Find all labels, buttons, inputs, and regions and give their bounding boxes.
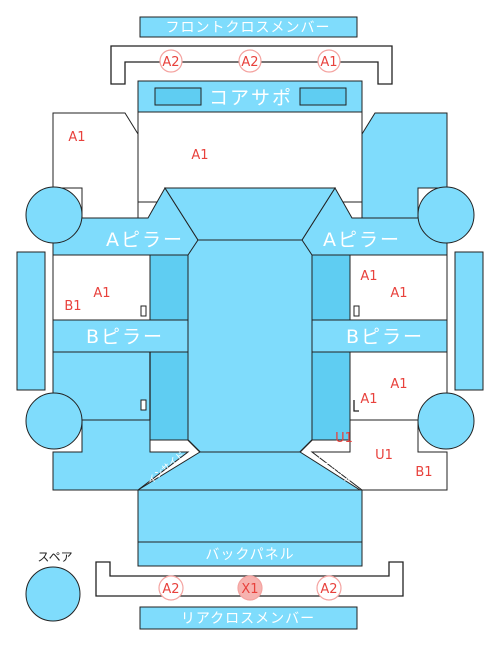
core-support-left-slot [154,87,202,106]
grade-circle-rear-cm-2 [237,575,263,601]
spare-label: スペア [37,550,72,564]
a-pillar-left-label: Aピラー [106,229,184,251]
grade-rear-cm-1: A2 [162,582,179,597]
right-front-door-handle [353,305,360,317]
roof-panel [187,239,313,453]
front-cross-member-label: フロントクロスメンバー [166,20,331,36]
core-support-label: コアサポ [209,87,293,109]
rear-cross-member-bracket [95,561,404,597]
front-right-tire [417,186,475,244]
b-pillar-right-label: Bピラー [346,326,424,348]
left-rear-pillar-divider [187,439,201,453]
grade-circle-rear-cm-1 [158,575,184,601]
grade-right-front-door-2: A1 [390,286,407,301]
right-rear-pillar-divider [299,439,313,453]
grade-rear-cm-2: X1 [241,582,258,597]
right-rear-door-handle [353,400,359,412]
grade-circle-front-cm-1 [159,49,183,73]
grade-front-cm-3: A1 [320,55,337,70]
grade-front-cm-2: A2 [241,55,258,70]
a-pillar-right-label: Aピラー [323,229,401,251]
b-pillar-left-panel [52,319,189,353]
grade-front-left-fender: A1 [68,130,85,145]
left-rear-door-handle [140,399,147,411]
grade-circle-front-cm-3 [317,49,341,73]
trunk-panel [137,489,363,543]
core-support-right-slot [299,87,347,106]
grade-circle-front-cm-2 [238,49,262,73]
back-panel-label: バックパネル [205,547,294,563]
right-rear-quarter [310,419,448,491]
front-left-tire [25,186,83,244]
grade-right-rear-door-1: A1 [390,377,407,392]
grade-hood: A1 [191,148,208,163]
grade-front-cm-1: A2 [162,55,179,70]
rear-right-tire [417,392,475,450]
grade-right-quarter-1: U1 [335,431,353,446]
left-front-door-handle [140,305,147,317]
left-side-sill [16,251,46,391]
grade-right-front-door-1: A1 [360,269,377,284]
b-pillar-left-label: Bピラー [86,326,164,348]
rear-cross-member-label: リアクロスメンバー [181,611,315,627]
rear-left-tire [25,392,83,450]
right-front-door [349,254,448,321]
rear-cross-member-panel [139,606,358,630]
grade-left-front-door-1: A1 [93,286,110,301]
grade-rear-cm-3: A2 [320,582,337,597]
spare-tire [25,566,81,622]
hood-panel [137,111,363,203]
grade-right-rear-door-2: A1 [360,392,377,407]
left-front-door [52,254,151,321]
front-cross-member-bracket [110,45,393,85]
right-side-sill [454,251,484,391]
left-rear-quarter [52,419,190,491]
front-cross-member-panel [139,16,358,38]
grade-right-quarter-2: U1 [375,448,393,463]
grade-circle-rear-cm-3 [316,575,342,601]
grade-right-quarter-3: B1 [415,465,432,480]
grade-left-front-door-2: B1 [64,299,81,314]
back-panel [137,541,363,567]
front-right-fender [361,112,448,219]
